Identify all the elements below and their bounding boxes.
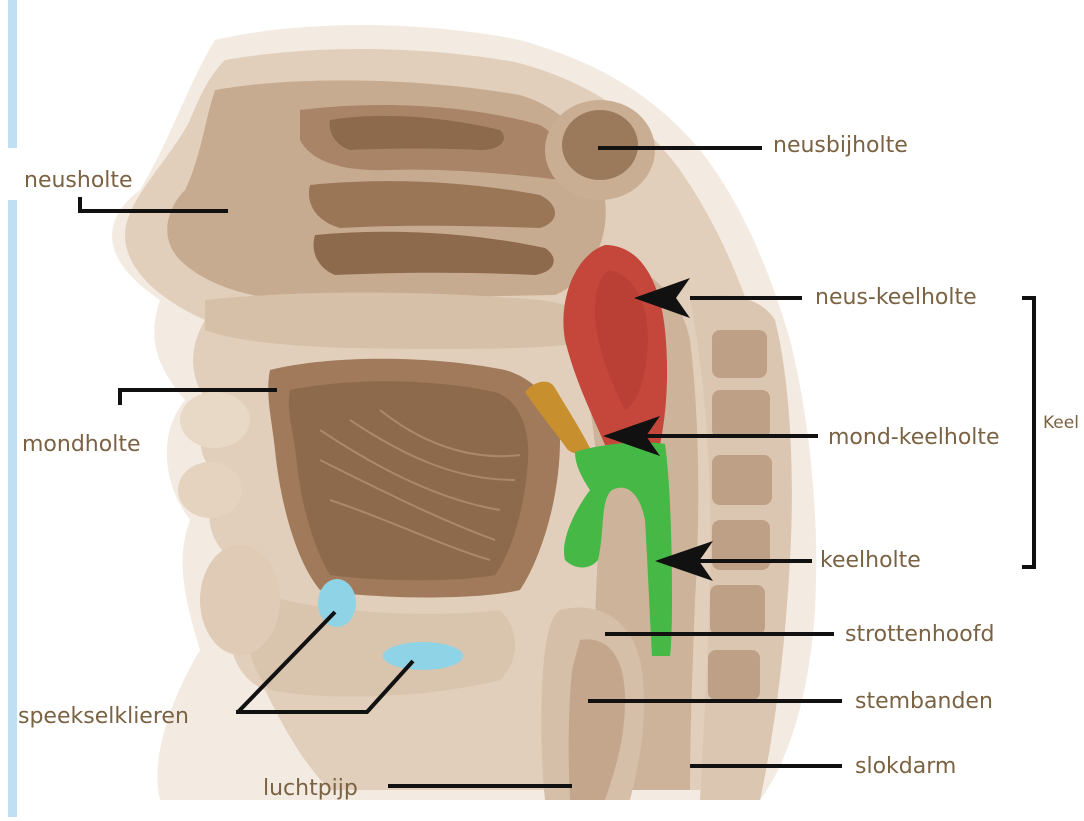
label-mondholte: mondholte	[22, 432, 140, 457]
label-keelholte: keelholte	[820, 548, 921, 573]
head-cross-section	[112, 25, 816, 800]
label-neus-keelholte: neus-keelholte	[815, 285, 977, 310]
label-keel: Keel	[1043, 413, 1079, 433]
label-luchtpijp: luchtpijp	[263, 776, 358, 801]
label-slokdarm: slokdarm	[855, 754, 956, 779]
label-neusbijholte: neusbijholte	[773, 133, 908, 158]
left-edge-bar-bottom	[8, 200, 17, 817]
label-speekselklieren: speekselklieren	[18, 704, 189, 729]
label-stembanden: stembanden	[855, 689, 993, 714]
label-mond-keelholte: mond-keelholte	[828, 425, 1000, 450]
label-strottenhoofd: strottenhoofd	[845, 622, 994, 647]
label-neusholte: neusholte	[24, 168, 133, 193]
left-edge-bar-top	[8, 0, 17, 148]
keel-bracket	[1022, 298, 1034, 567]
salivary-gland-sublingual	[318, 579, 356, 627]
salivary-gland-submandibular	[383, 642, 463, 670]
